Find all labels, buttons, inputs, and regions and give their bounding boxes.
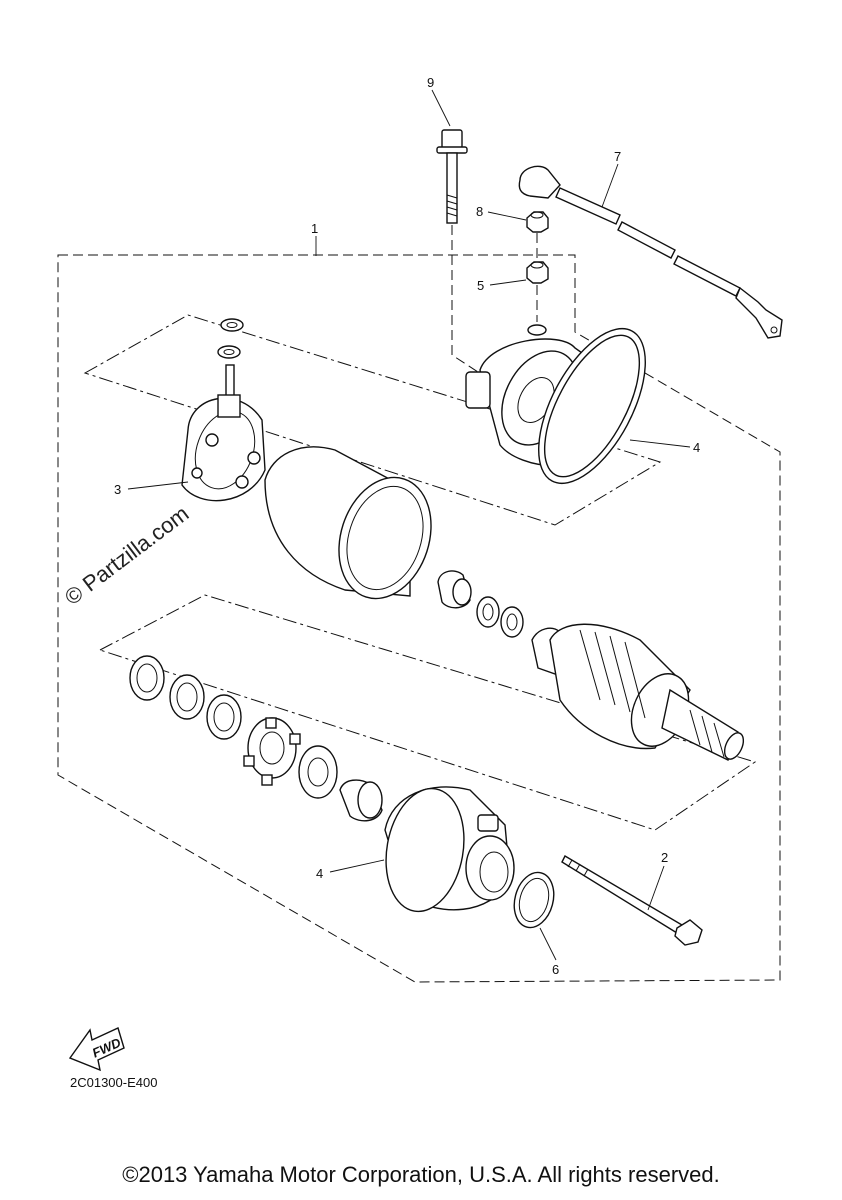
- callout-6: 6: [552, 962, 559, 977]
- armature: [531, 623, 745, 761]
- lower-washers: [129, 655, 242, 740]
- through-bolt-part-2: [561, 855, 703, 946]
- o-ring-part-6: [513, 871, 555, 929]
- lock-washer: [243, 717, 301, 786]
- bushing-and-washers: [437, 570, 524, 638]
- leader-6: [539, 927, 557, 961]
- callout-5: 5: [477, 278, 484, 293]
- leader-7: [601, 163, 619, 208]
- callout-1: 1: [311, 221, 318, 236]
- callout-7: 7: [614, 149, 621, 164]
- callout-4a: 4: [693, 440, 700, 455]
- bolt-part-9: [436, 129, 479, 373]
- front-cover: [384, 786, 515, 913]
- brush-holder-part-3: [181, 318, 266, 502]
- leader-4b: [329, 859, 385, 873]
- callout-9: 9: [427, 75, 434, 90]
- callout-4b: 4: [316, 866, 323, 881]
- lower-assembly-plane: [98, 594, 757, 831]
- lead-wire-part-7: [518, 165, 783, 339]
- leader-2: [647, 865, 665, 911]
- leader-9: [431, 89, 451, 127]
- upper-assembly-plane: [83, 314, 662, 526]
- nut-part-5: [526, 233, 549, 322]
- leader-3: [127, 481, 189, 490]
- leader-5: [489, 279, 527, 286]
- assembly-boundary: [57, 254, 781, 983]
- drawing-code: 2C01300-E400: [70, 1075, 158, 1090]
- bearings: [298, 745, 383, 822]
- callout-2: 2: [661, 850, 668, 865]
- leader-4a: [629, 439, 691, 448]
- nut-part-8: [526, 211, 549, 233]
- copyright-notice: ©2013 Yamaha Motor Corporation, U.S.A. A…: [122, 1162, 720, 1187]
- callout-3: 3: [114, 482, 121, 497]
- leader-8: [487, 211, 527, 221]
- yoke-housing: [264, 446, 432, 600]
- fwd-arrow-icon: FWD: [68, 1027, 125, 1072]
- o-ring-part-4-upper: [538, 327, 646, 485]
- callout-8: 8: [476, 204, 483, 219]
